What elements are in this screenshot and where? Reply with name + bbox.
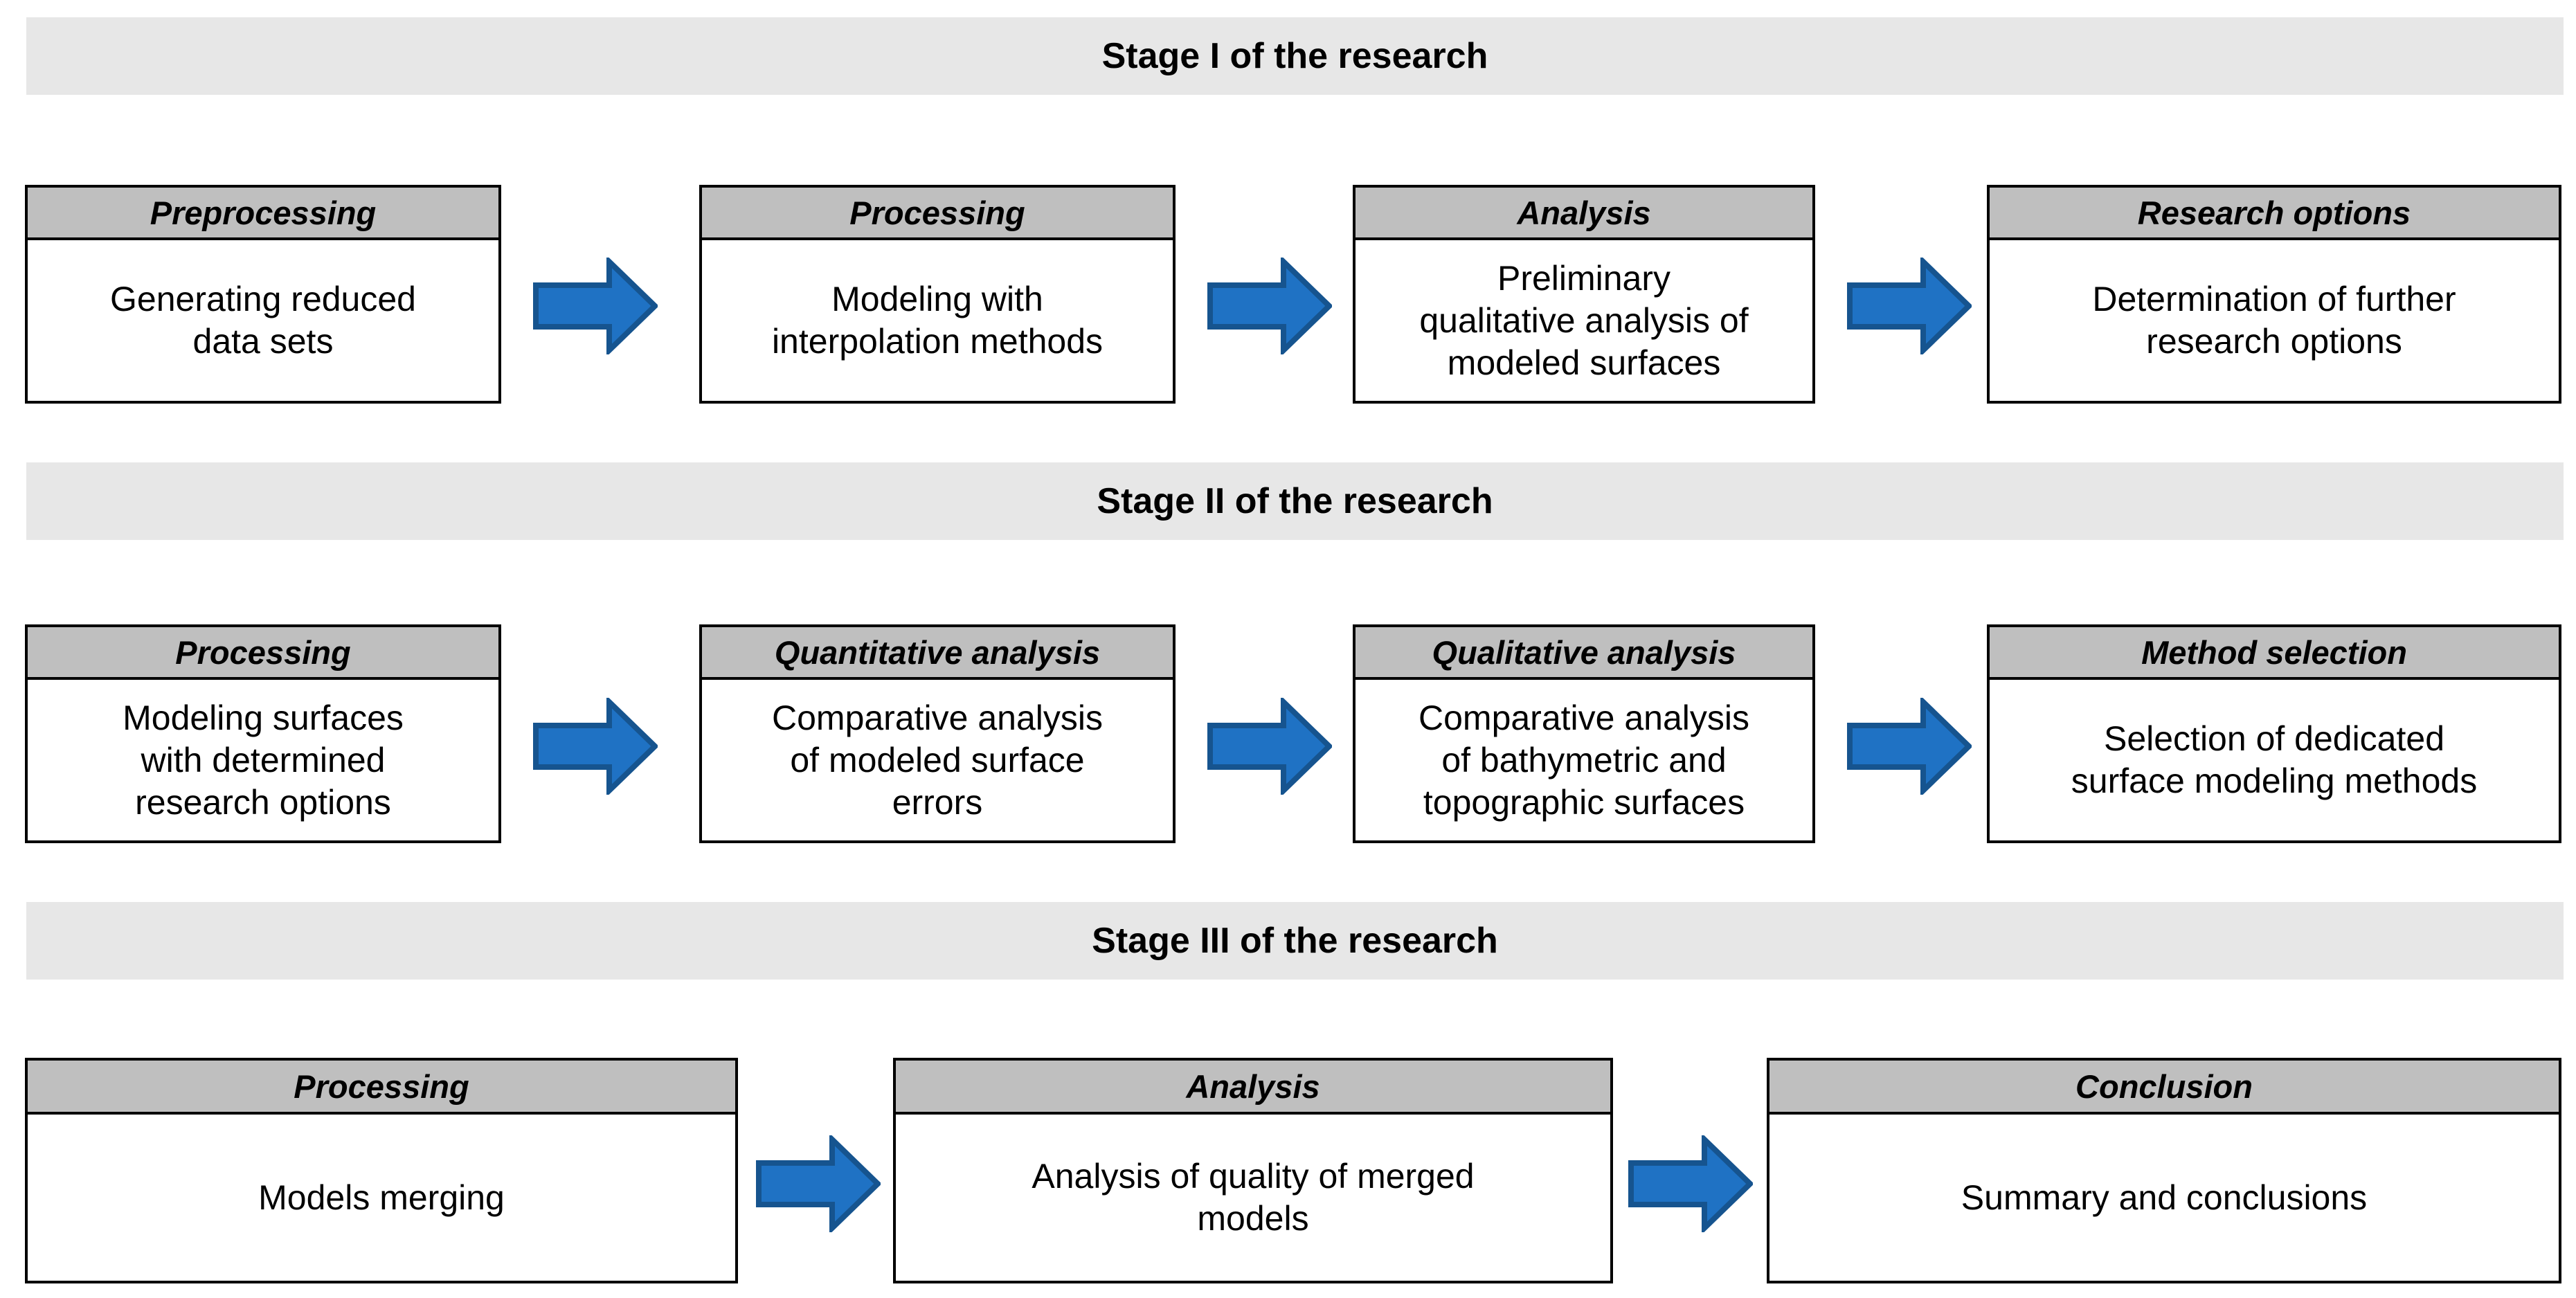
process-box-body-label: Selection of dedicated surface modeling … — [2071, 719, 2478, 800]
process-box-body-label: Summary and conclusions — [1961, 1178, 2368, 1217]
process-box-analysis-1[interactable]: Analysis Preliminary qualitative analysi… — [1353, 185, 1815, 404]
arrow-right-icon — [756, 1135, 881, 1232]
process-box-processing-1[interactable]: Processing Modeling with interpolation m… — [699, 185, 1176, 404]
process-box-body: Preliminary qualitative analysis of mode… — [1355, 240, 1812, 401]
process-box-conclusion[interactable]: Conclusion Summary and conclusions — [1767, 1058, 2561, 1283]
process-box-body: Generating reduced data sets — [28, 240, 498, 401]
process-box-header-label: Research options — [2137, 194, 2411, 231]
arrow-right-icon — [1847, 258, 1972, 354]
stage-banner-label: Stage I of the research — [1101, 36, 1488, 76]
stage-banner-label: Stage II of the research — [1097, 481, 1493, 521]
process-box-header: Analysis — [896, 1061, 1610, 1115]
process-box-body-label: Comparative analysis of bathymetric and … — [1418, 698, 1749, 822]
process-box-body-label: Analysis of quality of merged models — [1032, 1157, 1475, 1238]
process-box-header-label: Conclusion — [2075, 1067, 2253, 1105]
process-box-header: Conclusion — [1769, 1061, 2559, 1115]
arrow-right-icon — [1628, 1135, 1753, 1232]
arrow-right-icon — [1207, 698, 1332, 795]
process-box-header: Processing — [702, 188, 1173, 240]
process-box-body: Summary and conclusions — [1769, 1115, 2559, 1281]
arrow-right-icon — [533, 258, 658, 354]
process-box-body-label: Generating reduced data sets — [110, 280, 416, 361]
arrow-right-icon — [1207, 258, 1332, 354]
process-box-body: Comparative analysis of modeled surface … — [702, 680, 1173, 840]
process-box-body-label: Modeling surfaces with determined resear… — [123, 698, 404, 822]
process-box-preprocessing[interactable]: Preprocessing Generating reduced data se… — [25, 185, 501, 404]
process-box-body: Selection of dedicated surface modeling … — [1990, 680, 2559, 840]
process-box-analysis-3[interactable]: Analysis Analysis of quality of merged m… — [893, 1058, 1613, 1283]
process-box-research-options[interactable]: Research options Determination of furthe… — [1987, 185, 2561, 404]
process-box-body: Determination of further research option… — [1990, 240, 2559, 401]
process-box-body: Modeling surfaces with determined resear… — [28, 680, 498, 840]
process-box-body-label: Models merging — [258, 1178, 505, 1217]
process-box-body-label: Comparative analysis of modeled surface … — [772, 698, 1103, 822]
process-box-header-label: Processing — [849, 194, 1025, 231]
process-box-body: Modeling with interpolation methods — [702, 240, 1173, 401]
stage-banner-label: Stage III of the research — [1092, 921, 1498, 961]
process-box-header: Preprocessing — [28, 188, 498, 240]
process-box-header-label: Processing — [294, 1067, 469, 1105]
process-box-body-label: Determination of further research option… — [2092, 280, 2456, 361]
process-box-processing-2[interactable]: Processing Modeling surfaces with determ… — [25, 624, 501, 843]
process-box-header: Analysis — [1355, 188, 1812, 240]
process-box-header: Research options — [1990, 188, 2559, 240]
process-box-body: Comparative analysis of bathymetric and … — [1355, 680, 1812, 840]
process-box-method-selection[interactable]: Method selection Selection of dedicated … — [1987, 624, 2561, 843]
process-box-processing-3[interactable]: Processing Models merging — [25, 1058, 738, 1283]
arrow-right-icon — [1847, 698, 1972, 795]
process-box-body: Analysis of quality of merged models — [896, 1115, 1610, 1281]
process-box-header: Qualitative analysis — [1355, 627, 1812, 680]
process-box-header-label: Preprocessing — [150, 194, 377, 231]
arrow-right-icon — [533, 698, 658, 795]
process-box-header-label: Method selection — [2141, 633, 2407, 671]
process-box-header: Processing — [28, 1061, 735, 1115]
process-box-header: Quantitative analysis — [702, 627, 1173, 680]
process-box-header: Processing — [28, 627, 498, 680]
stage-banner-3: Stage III of the research — [26, 902, 2564, 980]
process-box-body: Models merging — [28, 1115, 735, 1281]
process-box-header-label: Processing — [175, 633, 351, 671]
stage-banner-1: Stage I of the research — [26, 17, 2564, 95]
process-box-qualitative-analysis[interactable]: Qualitative analysis Comparative analysi… — [1353, 624, 1815, 843]
stage-banner-2: Stage II of the research — [26, 462, 2564, 540]
process-box-header-label: Qualitative analysis — [1432, 633, 1736, 671]
process-box-header: Method selection — [1990, 627, 2559, 680]
process-box-body-label: Modeling with interpolation methods — [771, 280, 1104, 361]
process-box-body-label: Preliminary qualitative analysis of mode… — [1419, 258, 1749, 382]
process-box-header-label: Analysis — [1517, 194, 1651, 231]
process-box-header-label: Analysis — [1186, 1067, 1320, 1105]
process-box-quantitative-analysis[interactable]: Quantitative analysis Comparative analys… — [699, 624, 1176, 843]
process-box-header-label: Quantitative analysis — [774, 633, 1101, 671]
